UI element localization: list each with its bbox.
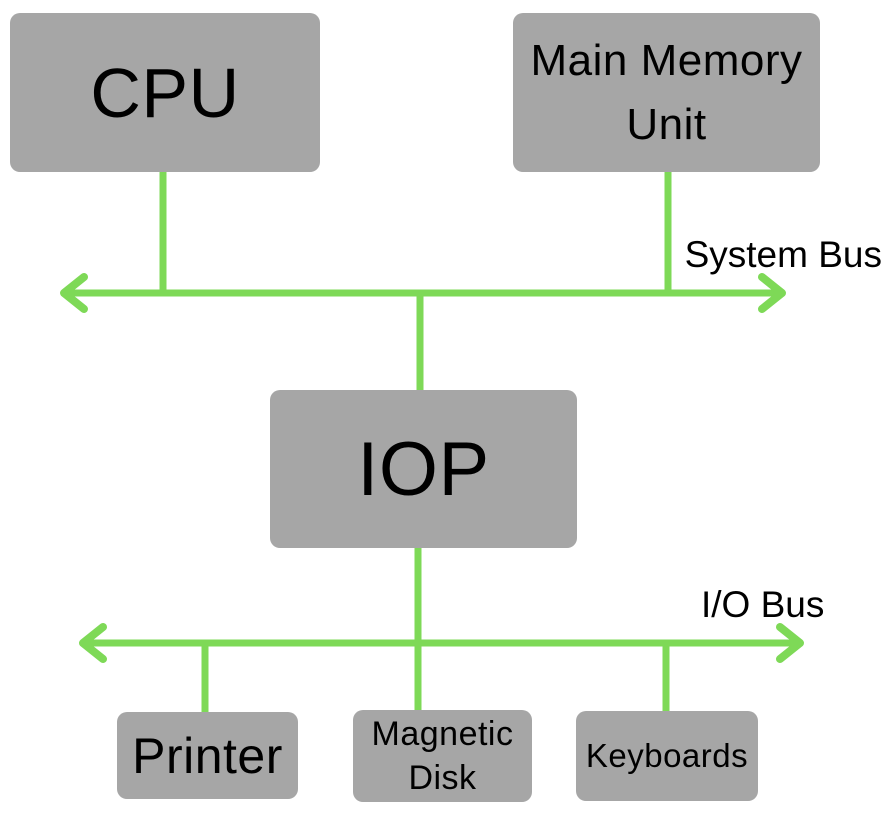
system-bus-arrow-left-icon <box>60 273 88 313</box>
node-cpu-label: CPU <box>90 53 240 132</box>
node-magnetic-disk: Magnetic Disk <box>353 710 532 802</box>
node-iop-label: IOP <box>357 426 490 512</box>
system-bus-arrow-right-icon <box>758 273 786 313</box>
io-bus-arrow-left-icon <box>79 623 107 663</box>
node-main-memory-unit-label: Main Memory Unit <box>530 35 803 149</box>
node-keyboards: Keyboards <box>576 711 758 801</box>
io-bus-label: I/O Bus <box>701 584 825 625</box>
node-cpu: CPU <box>10 13 320 172</box>
node-keyboards-label: Keyboards <box>585 737 749 774</box>
io-bus-arrow-right-icon <box>776 623 804 663</box>
node-main-memory-unit: Main Memory Unit <box>513 13 820 172</box>
node-printer: Printer <box>117 712 298 799</box>
node-iop: IOP <box>270 390 577 548</box>
system-bus-label: System Bus <box>684 234 882 275</box>
node-printer-label: Printer <box>132 727 283 784</box>
node-magnetic-disk-label: Magnetic Disk <box>371 714 514 797</box>
